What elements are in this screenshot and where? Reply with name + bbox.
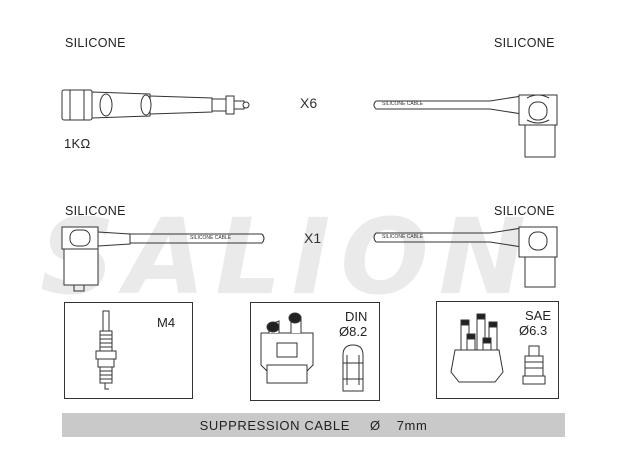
din-label: DIN [345,309,368,324]
label-resistance: 1KΩ [64,136,91,151]
label-mid-left: SILICONE [65,204,126,218]
label-top-left: SILICONE [65,36,126,50]
label-mid-right: SILICONE [494,204,555,218]
cable-print-mid-right: SILICONE CABLE [382,234,424,240]
plug-label: M4 [157,315,176,330]
straight-boot-drawing [61,89,250,121]
suppression-cable-bar: SUPPRESSION CABLE Ø 7mm [62,413,565,437]
cable-print-top-right: SILICONE CABLE [382,101,424,107]
spark-plug-icon [95,310,117,390]
cable-print-mid-left: SILICONE CABLE [190,235,232,241]
right-angle-boot-drawing-2 [373,226,558,288]
din-cap-box: DIN Ø8.2 [250,302,380,401]
sae-distributor-cap-icon [450,313,546,385]
spark-plug-box: M4 [64,302,193,399]
din-distributor-cap-icon [260,312,364,392]
sae-cap-box: SAE Ø6.3 [436,301,559,399]
watermark-logo: SALION [40,196,536,318]
right-angle-boot-drawing [373,94,558,158]
din-size: Ø8.2 [339,324,368,339]
diameter-symbol: Ø [369,417,381,433]
left-right-angle-boot-drawing [61,226,265,292]
sae-size: Ø6.3 [519,323,548,338]
label-top-right: SILICONE [494,36,555,50]
sae-label: SAE [525,308,552,323]
label-multiplier-top: X6 [300,95,318,111]
footer-size: 7mm [396,417,428,433]
footer-text: SUPPRESSION CABLE [199,417,350,433]
label-multiplier-mid: X1 [304,230,322,246]
